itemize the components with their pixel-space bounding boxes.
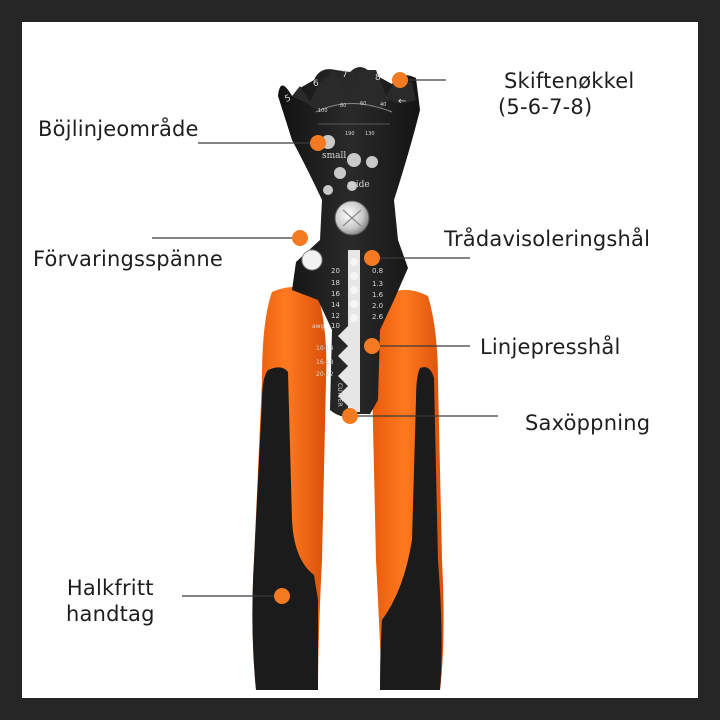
crimp-size-16-18: 16-18 <box>316 359 334 366</box>
small-scale-190: 190 <box>345 131 355 137</box>
callout-label-sax: Saxöppning <box>525 410 650 436</box>
callout-dot-linjepress <box>364 338 380 354</box>
scale-number-80: 80 <box>340 103 346 109</box>
callout-forvaring-text: Förvaringsspänne <box>33 247 224 271</box>
gauge-mm-2-6: 2.6 <box>372 313 384 321</box>
gauge-mm-2-0: 2.0 <box>372 302 383 310</box>
crimp-size-20-22: 20-22 <box>316 371 334 378</box>
gauge-awg-16: 16 <box>331 290 340 298</box>
teeth-number-6: 6 <box>313 79 319 89</box>
callout-linjepress-text: Linjepresshål <box>480 335 621 359</box>
awg-label: awg <box>312 323 325 330</box>
callout-label-forvaring: Förvaringsspänne <box>33 246 223 272</box>
cutter-label: CUTTER <box>336 383 343 407</box>
gauge-mm-0-8: 0.8 <box>372 267 383 275</box>
gauge-awg-14: 14 <box>331 301 340 309</box>
crimp-size-10-14: 10-14 <box>316 345 334 352</box>
callout-label-linjepress: Linjepresshål <box>480 334 621 360</box>
callout-dot-forvaring <box>292 230 308 246</box>
small-label: small <box>322 151 346 161</box>
callout-label-bojlinje: Böjlinjeområde <box>38 116 199 142</box>
callout-halkfritt-line1: Halkfritt <box>66 576 154 600</box>
callout-dot-halkfritt <box>274 588 290 604</box>
callout-dot-skiftenokkel <box>392 72 408 88</box>
right-handle <box>372 289 444 690</box>
scale-number-40: 40 <box>380 102 386 108</box>
callout-halkfritt-line2: handtag <box>66 602 155 626</box>
left-handle <box>252 286 327 690</box>
scale-number-60: 60 <box>360 101 366 107</box>
gauge-awg-18: 18 <box>331 279 340 287</box>
teeth-number-7: 7 <box>342 70 348 80</box>
callout-label-tradavisolering: Trådavisoleringshål <box>444 226 650 252</box>
scale-number-100: 100 <box>318 108 328 114</box>
callout-dot-sax <box>342 408 358 424</box>
callout-sax-text: Saxöppning <box>525 411 651 435</box>
callout-label-skiftenokkel: Skiftenøkkel (5-6-7-8) <box>498 68 635 120</box>
teeth-number-5: 5 <box>284 93 293 104</box>
gauge-awg-10: 10 <box>331 322 340 330</box>
gauge-awg-12: 12 <box>331 312 340 320</box>
scale-arrow: ← <box>398 96 406 107</box>
callout-tradavisolering-text: Trådavisoleringshål <box>444 227 651 251</box>
callout-bojlinje-text: Böjlinjeområde <box>38 117 199 141</box>
callout-leaders <box>152 79 498 597</box>
teeth-number-8: 8 <box>375 73 381 83</box>
small-scale-130: 130 <box>365 131 375 137</box>
callout-dot-tradavisolering <box>364 250 380 266</box>
callout-label-halkfritt: Halkfritt handtag <box>66 575 155 627</box>
gauge-mm-1-3: 1.3 <box>372 280 383 288</box>
callout-skiftenokkel-line2: (5-6-7-8) <box>498 95 593 119</box>
gauge-mm-1-6: 1.6 <box>372 291 384 299</box>
gauge-awg-20: 20 <box>331 267 340 275</box>
wide-label: wide <box>348 180 370 190</box>
image-frame: 5 6 7 8 100 80 60 40 ← 190 130 small wid… <box>22 22 698 698</box>
callout-skiftenokkel-line1: Skiftenøkkel <box>504 69 635 93</box>
callout-dot-bojlinje <box>310 135 326 151</box>
wire-stripper-illustration: 5 6 7 8 100 80 60 40 ← 190 130 small wid… <box>152 67 498 690</box>
